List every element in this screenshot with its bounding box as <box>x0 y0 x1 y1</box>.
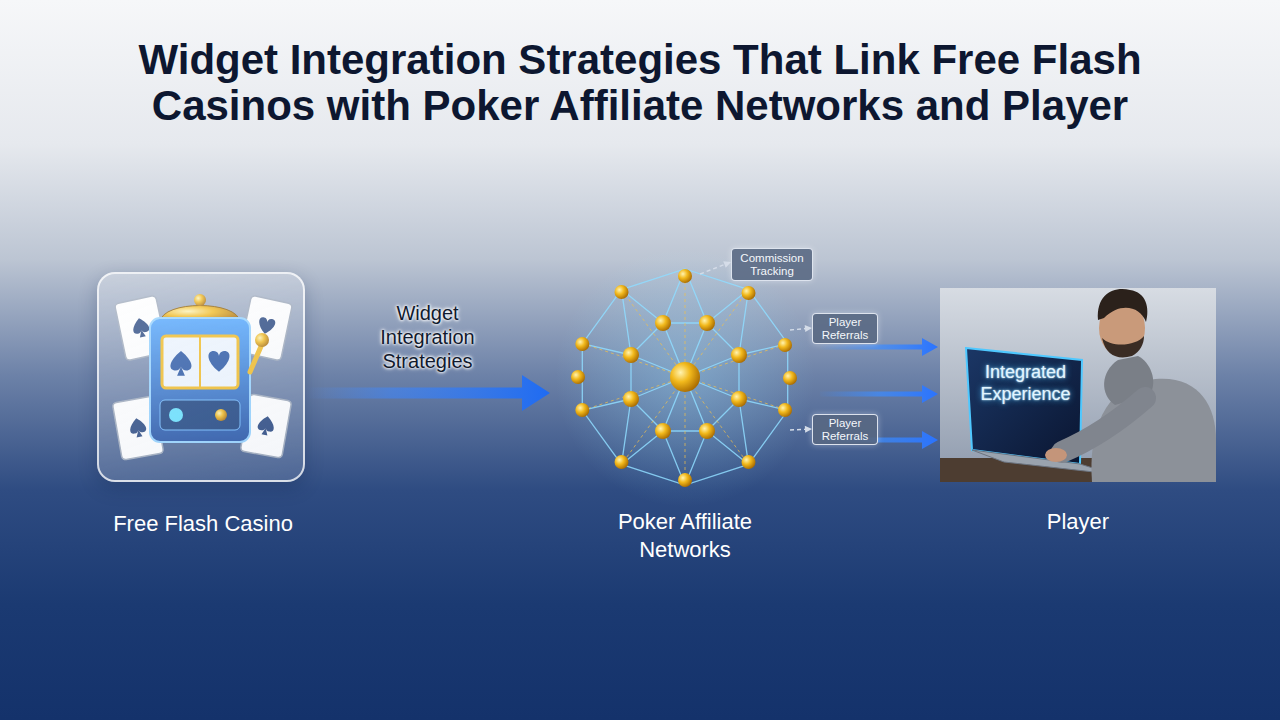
arrow-head <box>790 325 812 332</box>
network-node <box>678 269 692 283</box>
network-node <box>731 391 747 407</box>
player-illustration <box>1062 398 1145 452</box>
network-node <box>615 285 629 299</box>
network-node <box>699 423 715 439</box>
network-node <box>623 391 639 407</box>
network-node <box>778 403 792 417</box>
screen-text: Integrated Experience <box>968 361 1083 405</box>
tag-text: Player Referrals <box>813 417 877 442</box>
affiliate-network-graphic <box>555 247 815 507</box>
network-node <box>742 455 756 469</box>
network-node <box>623 347 639 363</box>
connector-arrow <box>700 261 731 274</box>
network-node <box>655 315 671 331</box>
player-illustration <box>1098 289 1148 322</box>
info-tag: Player Referrals <box>812 414 878 445</box>
connector-arrow <box>820 385 938 403</box>
flow-arrow <box>305 375 550 411</box>
arrow-head <box>790 426 812 433</box>
connector-arrow <box>790 426 812 433</box>
network-node <box>742 286 756 300</box>
player-node: Integrated ExperiencePlayer <box>938 290 1218 550</box>
affiliate-network-graphic <box>555 247 815 507</box>
dashed-leader <box>790 329 806 330</box>
player-illustration <box>972 450 1112 474</box>
info-tag: Player Referrals <box>812 313 878 344</box>
network-node <box>699 315 715 331</box>
network-node: Poker Affiliate Networks <box>550 262 820 562</box>
network-node <box>615 455 629 469</box>
casino-box: Free Flash Casino <box>97 272 305 482</box>
dashed-leader <box>790 429 806 431</box>
network-lines <box>582 269 787 485</box>
player-illustration <box>1045 448 1067 462</box>
network-node <box>783 371 797 385</box>
network-node <box>571 269 797 487</box>
tag-text: Player Referrals <box>813 316 877 341</box>
network-lines <box>582 269 787 485</box>
network-lines <box>582 269 787 485</box>
edge-label: Widget Integration Strategies <box>358 301 498 373</box>
connector-arrow <box>790 325 812 332</box>
network-lines <box>582 269 787 485</box>
link-arrow <box>820 385 938 403</box>
node-label: Player <box>938 508 1218 536</box>
network-node <box>571 370 585 384</box>
network-node <box>575 337 589 351</box>
network-node <box>670 362 700 392</box>
dashed-leader <box>700 264 725 274</box>
network-lines <box>582 269 787 485</box>
info-tag: Commission Tracking <box>731 248 813 281</box>
network-node <box>575 403 589 417</box>
network-node <box>655 423 671 439</box>
connector-arrow <box>305 375 550 411</box>
diagram-title: Widget Integration Strategies That Link … <box>90 37 1190 129</box>
tag-text: Commission Tracking <box>732 252 812 277</box>
player-illustration <box>940 288 1216 482</box>
arrow-head <box>700 261 731 274</box>
player-illustration <box>940 288 1216 482</box>
node-label: Poker Affiliate Networks <box>585 508 785 564</box>
node-label: Free Flash Casino <box>59 510 347 538</box>
player-illustration <box>1102 336 1144 357</box>
network-node <box>778 338 792 352</box>
network-node <box>678 473 692 487</box>
network-node <box>731 347 747 363</box>
